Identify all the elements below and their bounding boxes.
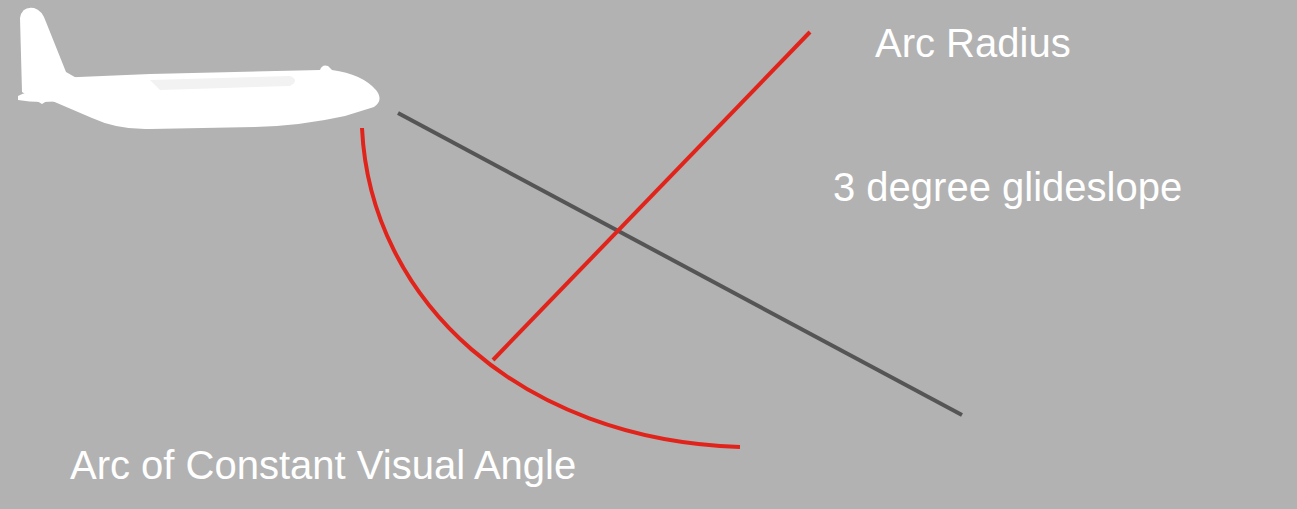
figure-label: Arc Radius bbox=[875, 20, 1071, 66]
arc-radius-line bbox=[493, 32, 810, 360]
figure-label: 3 degree glideslope bbox=[833, 164, 1182, 210]
aircraft-silhouette bbox=[18, 8, 380, 129]
aircraft-fuselage bbox=[50, 66, 380, 130]
constant-angle-arc bbox=[362, 128, 740, 447]
aircraft-stabilizer bbox=[18, 91, 74, 102]
glideslope-line bbox=[398, 113, 962, 415]
aircraft-tail-fin bbox=[20, 8, 80, 104]
aircraft-wing bbox=[150, 76, 295, 90]
figure-label: Arc of Constant Visual Angle bbox=[70, 442, 576, 488]
